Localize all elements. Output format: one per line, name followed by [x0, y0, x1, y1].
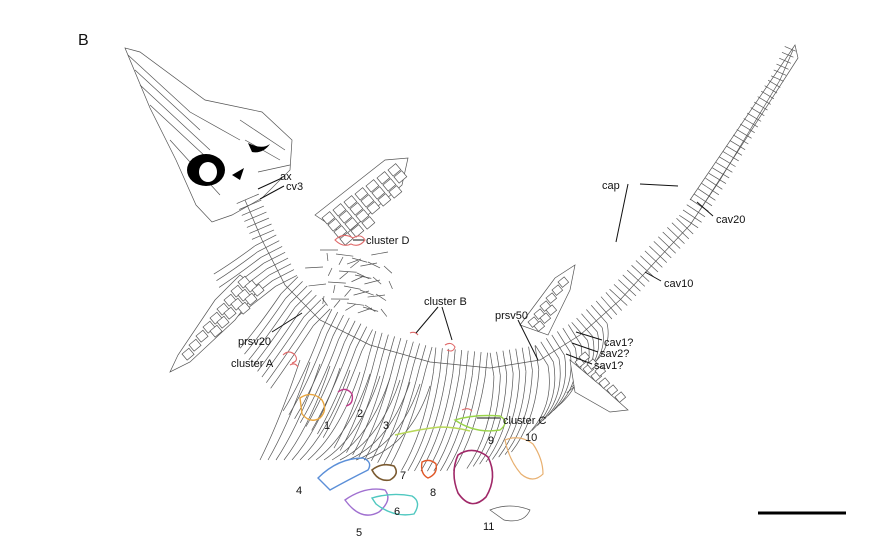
panel-label: B: [78, 32, 89, 49]
label-cluster-d: cluster D: [366, 235, 409, 247]
label-cav1: cav1?: [604, 337, 633, 349]
embryo-number-10: 10: [525, 432, 537, 444]
embryo-6: [370, 493, 419, 516]
embryo-number-11: 11: [483, 521, 494, 533]
label-ax: ax: [280, 171, 292, 183]
vertebral-column: [236, 46, 796, 377]
upper-hindfin: [519, 264, 576, 336]
label-cluster-b: cluster B: [424, 296, 467, 308]
label-cluster-c: cluster C: [503, 415, 546, 427]
embryo-9: [453, 414, 506, 432]
lower-hindfin: [569, 351, 629, 413]
label-cav10: cav10: [664, 278, 693, 290]
right-forefin: [314, 157, 409, 246]
embryo-number-6: 6: [394, 506, 400, 518]
embryo-number-8: 8: [430, 487, 436, 499]
gut-content-scatter: [305, 249, 393, 317]
cluster-b-bones: [409, 331, 456, 352]
embryo-11: [453, 449, 531, 522]
label-cluster-a: cluster A: [231, 358, 274, 370]
embryo-1: [299, 393, 326, 421]
label-prsv50: prsv50: [495, 310, 528, 322]
embryo-number-5: 5: [356, 527, 362, 539]
label-prsv20: prsv20: [238, 336, 271, 348]
embryo-2: [337, 388, 354, 407]
embryo-number-4: 4: [296, 485, 302, 497]
embryo-number-7: 7: [400, 470, 406, 482]
embryo-8: [420, 459, 438, 479]
tail-tip: [689, 44, 799, 211]
embryo-3: [394, 426, 471, 436]
cluster-c-bones: [461, 408, 473, 412]
label-cv3: cv3: [286, 181, 303, 193]
label-sav2: sav2?: [600, 348, 629, 360]
leader-lines: [257, 177, 714, 419]
embryo-4: [317, 457, 371, 491]
embryo-5: [344, 488, 389, 516]
cluster-a-bones: [282, 351, 299, 368]
embryo-number-2: 2: [357, 408, 363, 420]
embryo-10: [504, 437, 544, 480]
embryo-number-9: 9: [488, 435, 494, 447]
label-cav20: cav20: [716, 214, 745, 226]
embryo-number-1: 1: [324, 420, 330, 432]
embryo-7: [370, 463, 398, 482]
label-sav1: sav1?: [594, 360, 623, 372]
skull: [124, 47, 293, 223]
cluster-d-bones: [334, 234, 366, 246]
label-cap: cap: [602, 180, 620, 192]
left-forefin: [169, 274, 265, 373]
embryo-number-3: 3: [383, 420, 389, 432]
